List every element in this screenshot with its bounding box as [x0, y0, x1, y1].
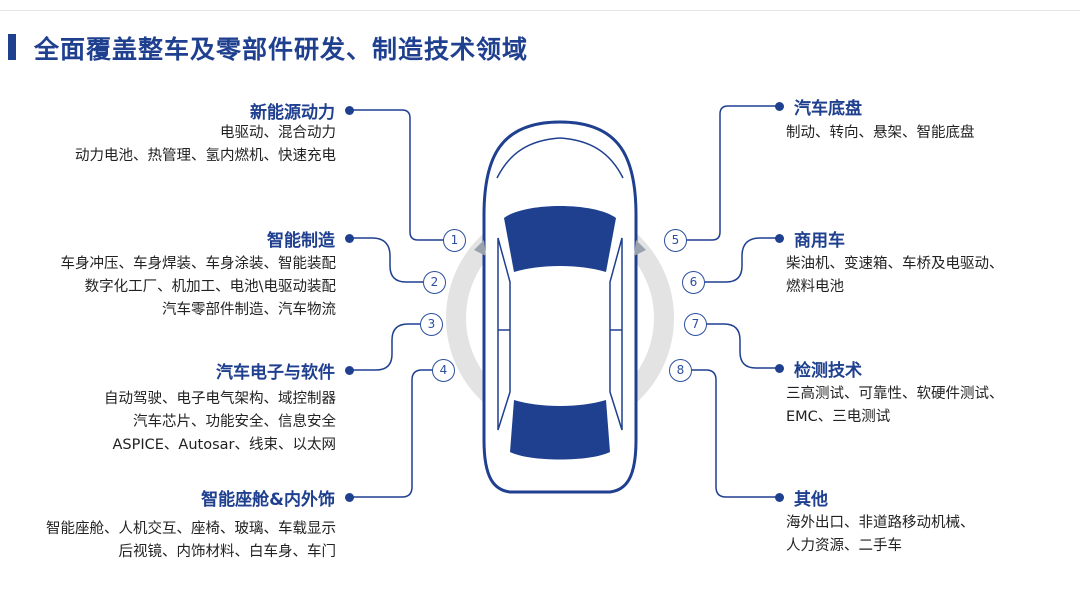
desc-line: 车身冲压、车身焊装、车身涂装、智能装配: [60, 256, 337, 272]
car-rear-window: [510, 400, 610, 460]
car-mirror-right: [634, 240, 646, 256]
category-desc-5: 制动、转向、悬架、智能底盘: [786, 122, 975, 145]
connector-4: [353, 369, 433, 498]
marker-8: 8: [669, 359, 692, 382]
desc-line: ASPICE、Autosar、线束、以太网: [112, 437, 337, 453]
category-desc-2: 车身冲压、车身焊装、车身涂装、智能装配 数字化工厂、机加工、电池\电驱动装配 汽…: [61, 253, 337, 322]
car-side-window-right: [609, 237, 623, 431]
desc-line: 智能座舱、人机交互、座椅、玻璃、车载显示: [46, 521, 336, 537]
connector-2: [353, 237, 424, 283]
car-windshield: [504, 206, 616, 272]
category-title-4: 智能座舱&内外饰: [201, 490, 335, 510]
category-desc-7: 三高测试、可靠性、软硬件测试、 EMC、三电测试: [786, 383, 1004, 429]
marker-6: 6: [682, 271, 705, 294]
desc-line: 三高测试、可靠性、软硬件测试、: [786, 386, 1004, 402]
top-divider: [0, 10, 1080, 11]
page-title: 全面覆盖整车及零部件研发、制造技术领域: [34, 35, 529, 64]
category-title-6: 商用车: [794, 231, 845, 251]
category-title-2: 智能制造: [267, 231, 335, 251]
connector-6: [704, 237, 781, 283]
marker-4: 4: [432, 359, 455, 382]
category-title-3: 汽车电子与软件: [216, 363, 335, 383]
desc-line: 数字化工厂、机加工、电池\电驱动装配: [84, 279, 336, 295]
car-hood-line-left: [496, 137, 561, 179]
bullet-dot-1: [345, 106, 354, 115]
desc-line: 柴油机、变速箱、车桥及电驱动、: [786, 256, 1004, 272]
marker-3: 3: [420, 313, 443, 336]
title-accent-bar: [8, 34, 16, 60]
category-title-8: 其他: [794, 490, 828, 510]
connector-7: [706, 323, 781, 369]
bullet-dot-8: [775, 493, 784, 502]
category-desc-1: 电驱动、混合动力 动力电池、热管理、氢内燃机、快速充电: [75, 122, 336, 168]
desc-line: 海外出口、非道路移动机械、: [786, 515, 975, 531]
desc-line: 后视镜、内饰材料、白车身、车门: [118, 544, 337, 560]
category-desc-8: 海外出口、非道路移动机械、 人力资源、二手车: [786, 512, 975, 558]
category-desc-3: 自动驾驶、电子电气架构、域控制器 汽车芯片、功能安全、信息安全 ASPICE、A…: [104, 388, 336, 457]
category-title-5: 汽车底盘: [794, 99, 862, 119]
desc-line: EMC、三电测试: [786, 409, 891, 425]
desc-line: 电驱动、混合动力: [220, 125, 336, 141]
car-side-window-left: [497, 237, 511, 431]
desc-line: 汽车芯片、功能安全、信息安全: [133, 414, 336, 430]
bullet-dot-7: [775, 364, 784, 373]
desc-line: 人力资源、二手车: [786, 538, 902, 554]
desc-line: 动力电池、热管理、氢内燃机、快速充电: [75, 148, 336, 164]
connector-3: [353, 323, 421, 371]
car-mirror-left: [474, 240, 486, 256]
category-desc-4: 智能座舱、人机交互、座椅、玻璃、车载显示 后视镜、内饰材料、白车身、车门: [46, 518, 336, 564]
desc-line: 汽车零部件制造、汽车物流: [162, 302, 336, 318]
marker-5: 5: [664, 229, 687, 252]
bullet-dot-5: [775, 102, 784, 111]
category-desc-6: 柴油机、变速箱、车桥及电驱动、 燃料电池: [786, 253, 1004, 299]
marker-1: 1: [443, 229, 466, 252]
bullet-dot-6: [775, 234, 784, 243]
desc-line: 自动驾驶、电子电气架构、域控制器: [104, 391, 336, 407]
car-hood-line-right: [559, 137, 624, 179]
bullet-dot-4: [345, 493, 354, 502]
marker-7: 7: [684, 313, 707, 336]
desc-line: 制动、转向、悬架、智能底盘: [786, 125, 975, 141]
connector-1: [353, 109, 444, 241]
bullet-dot-2: [345, 234, 354, 243]
category-title-7: 检测技术: [794, 361, 862, 381]
connector-5: [686, 105, 781, 241]
desc-line: 燃料电池: [786, 279, 844, 295]
connector-8: [691, 369, 781, 498]
category-title-1: 新能源动力: [250, 103, 335, 123]
car-illustration: [474, 120, 646, 494]
bullet-dot-3: [345, 366, 354, 375]
marker-2: 2: [423, 271, 446, 294]
